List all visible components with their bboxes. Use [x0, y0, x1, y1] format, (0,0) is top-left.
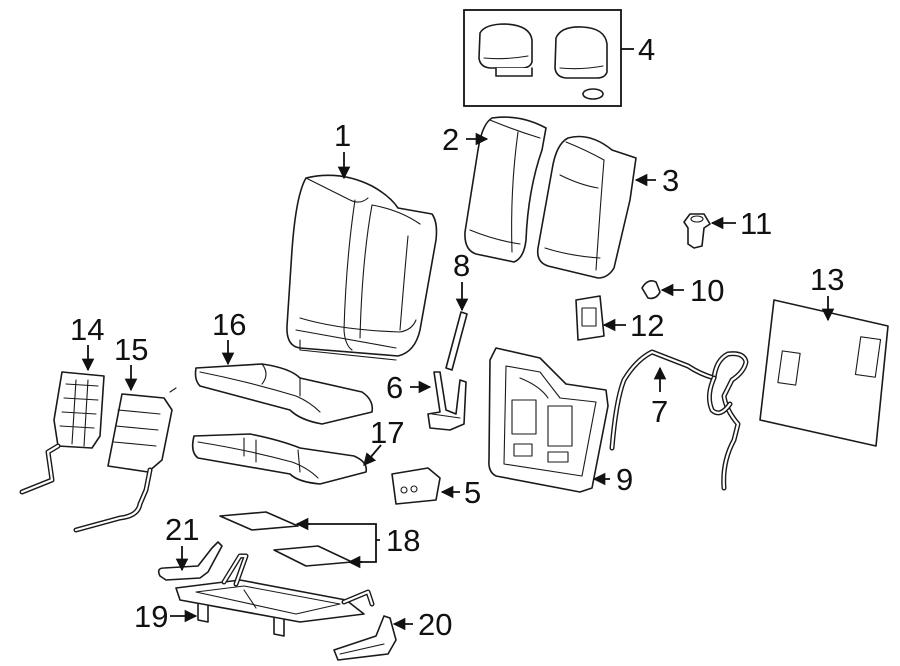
callout-18: 18	[386, 523, 420, 558]
callout-10: 10	[690, 273, 724, 308]
back-panel	[759, 299, 889, 447]
seat-back-cover-right	[536, 135, 637, 279]
callout-16: 16	[212, 307, 246, 342]
callout-9: 9	[616, 462, 633, 497]
callout-5: 5	[464, 475, 481, 510]
cable	[609, 349, 749, 491]
callout-labels: 1 2 3 4 5 6 7 8 9 10 11 12 13 14 15 16 1…	[70, 32, 844, 642]
seat-back-frame	[488, 347, 609, 493]
cushion-frame	[175, 553, 375, 637]
callout-6: 6	[386, 370, 403, 405]
side-trim	[333, 615, 397, 661]
seat-back-assembly	[286, 174, 438, 361]
seat-cushion-pad	[191, 433, 368, 485]
rod	[445, 311, 468, 371]
callout-7: 7	[651, 394, 668, 429]
callout-17: 17	[370, 415, 404, 450]
cap	[641, 280, 661, 300]
callout-2: 2	[442, 122, 459, 157]
callout-8: 8	[453, 248, 470, 283]
callout-21: 21	[165, 512, 199, 547]
seat-back-cover-left	[464, 116, 547, 263]
bezel	[575, 295, 605, 341]
callout-4: 4	[638, 32, 655, 67]
callout-11: 11	[740, 206, 772, 241]
headrest-right	[554, 26, 608, 100]
callout-20: 20	[418, 607, 452, 642]
headrest-left	[478, 23, 533, 77]
callout-19: 19	[134, 599, 168, 634]
cushion-bracket	[157, 541, 223, 581]
bracket	[391, 467, 441, 505]
callout-1: 1	[334, 118, 351, 153]
headrest-inset	[463, 9, 622, 107]
heater-pads	[219, 511, 353, 567]
side-shield-right	[73, 387, 177, 533]
leader-lines	[81, 48, 835, 631]
guide-clip	[683, 213, 711, 249]
callout-15: 15	[114, 332, 148, 367]
callout-13: 13	[810, 262, 844, 297]
callout-12: 12	[630, 308, 664, 343]
latch-guide	[427, 371, 467, 431]
callout-14: 14	[70, 312, 104, 347]
callout-3: 3	[662, 163, 679, 198]
side-shield-left	[19, 371, 105, 495]
seat-cushion-cover	[194, 363, 374, 425]
